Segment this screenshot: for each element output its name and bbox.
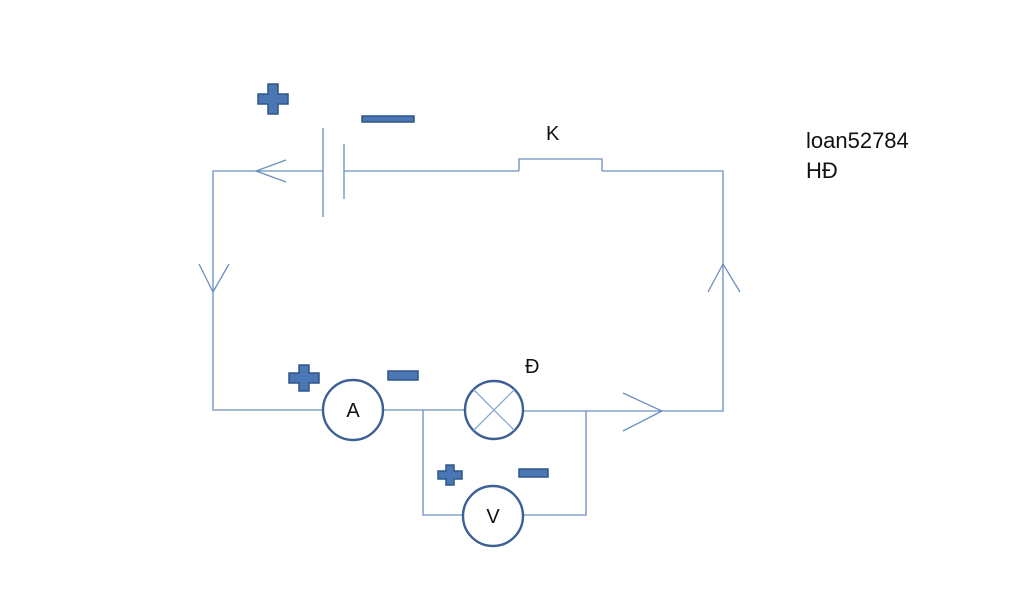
voltmeter-plus-sign (437, 464, 463, 486)
ammeter-minus-sign (387, 370, 419, 381)
voltmeter-label: V (486, 506, 500, 528)
switch-k (518, 158, 603, 171)
wire-voltmeter-branch-right (523, 411, 587, 516)
arrow-left-down (198, 263, 230, 294)
wire-top-left (212, 170, 323, 411)
voltmeter-minus-sign (518, 468, 549, 478)
switch-label: K (546, 123, 560, 145)
battery-plus-sign (257, 83, 289, 115)
arrow-top-left (254, 159, 287, 183)
arrow-bottom-right (622, 392, 664, 432)
arrow-right-up (707, 262, 741, 293)
voltmeter (461, 484, 525, 548)
ammeter (321, 378, 385, 442)
author-initials: HĐ (806, 158, 838, 183)
ammeter-plus-sign (288, 364, 320, 392)
wire-right-side (523, 170, 724, 412)
ammeter-label: A (346, 400, 360, 422)
lamp-label: Đ (525, 356, 539, 378)
wire-voltmeter-branch (422, 410, 463, 516)
battery-minus-sign (361, 115, 415, 123)
author-name: loan52784 (806, 128, 909, 153)
lamp-cross-2 (473, 389, 515, 431)
author-note: loan52784 HĐ (806, 126, 909, 186)
